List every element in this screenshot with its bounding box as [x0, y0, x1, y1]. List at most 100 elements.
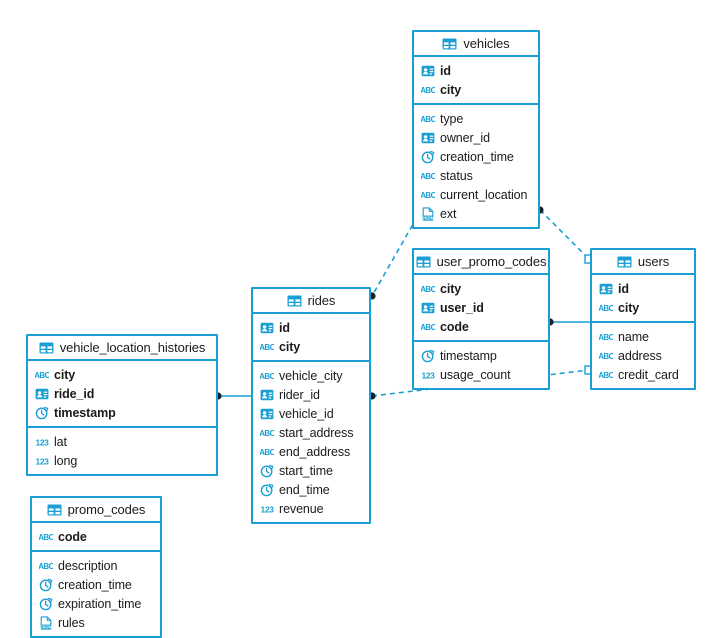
svg-text:ABC: ABC	[421, 115, 435, 124]
svg-text:ABC: ABC	[260, 343, 274, 352]
column-row[interactable]: end_time	[253, 480, 369, 499]
table-header-vehicles[interactable]: vehicles	[414, 32, 538, 57]
svg-text:123: 123	[36, 456, 49, 466]
relationship-rel-vehicle_location_histories-rides[interactable]	[214, 392, 251, 400]
svg-text:ABC: ABC	[421, 172, 435, 181]
column-name: id	[440, 63, 451, 78]
column-name: id	[618, 281, 629, 296]
abc-icon: ABC	[421, 191, 435, 200]
column-row[interactable]: expiration_time	[32, 594, 160, 613]
abc-icon: ABC	[421, 172, 435, 181]
svg-text:ABC: ABC	[260, 448, 274, 457]
svg-text:ABC: ABC	[35, 371, 49, 380]
column-name: rules	[58, 615, 85, 630]
column-row[interactable]: JSON rules	[32, 613, 160, 632]
column-name: vehicle_id	[279, 406, 334, 421]
table-header-rides[interactable]: rides	[253, 289, 369, 314]
svg-text:JSON: JSON	[40, 624, 51, 629]
column-row[interactable]: creation_time	[32, 575, 160, 594]
column-row[interactable]: vehicle_id	[253, 404, 369, 423]
primary-key-row[interactable]: ride_id	[28, 384, 216, 403]
clock-icon	[39, 597, 53, 610]
svg-text:ABC: ABC	[421, 191, 435, 200]
primary-key-row[interactable]: timestamp	[28, 403, 216, 422]
column-row[interactable]: creation_time	[414, 147, 538, 166]
relationship-rel-user_promo_codes-users[interactable]	[546, 318, 590, 326]
primary-key-row[interactable]: id	[414, 61, 538, 80]
abc-icon: ABC	[260, 448, 274, 457]
number-icon: 123	[422, 370, 435, 380]
svg-text:ABC: ABC	[260, 372, 274, 381]
svg-text:ABC: ABC	[599, 304, 613, 313]
column-row[interactable]: ABC end_address	[253, 442, 369, 461]
column-row[interactable]: ABC address	[592, 346, 694, 365]
column-name: credit_card	[618, 367, 679, 382]
column-name: end_address	[279, 444, 351, 459]
uuid-icon	[35, 388, 49, 399]
column-name: start_time	[279, 463, 333, 478]
column-name: name	[618, 329, 649, 344]
primary-key-row[interactable]: id	[592, 279, 694, 298]
table-icon	[47, 504, 62, 515]
column-row[interactable]: start_time	[253, 461, 369, 480]
uuid-icon	[421, 65, 435, 76]
column-name: creation_time	[58, 577, 132, 592]
column-name: long	[54, 453, 78, 468]
column-row[interactable]: 123 long	[28, 451, 216, 470]
column-row[interactable]: rider_id	[253, 385, 369, 404]
abc-icon: ABC	[421, 115, 435, 124]
table-icon	[287, 295, 302, 306]
abc-icon: ABC	[599, 352, 613, 361]
uuid-icon	[260, 389, 274, 400]
table-header-user_promo_codes[interactable]: user_promo_codes	[414, 250, 548, 275]
table-title: rides	[307, 293, 336, 308]
table-header-vehicle_location_histories[interactable]: vehicle_location_histories	[28, 336, 216, 361]
primary-key-row[interactable]: id	[253, 318, 369, 337]
svg-text:ABC: ABC	[421, 323, 435, 332]
column-name: code	[58, 529, 87, 544]
table-title: vehicle_location_histories	[59, 340, 206, 355]
column-row[interactable]: timestamp	[414, 346, 548, 365]
clock-icon	[260, 483, 274, 496]
primary-key-row[interactable]: user_id	[414, 298, 548, 317]
table-header-users[interactable]: users	[592, 250, 694, 275]
clock-icon	[421, 349, 435, 362]
svg-text:ABC: ABC	[421, 285, 435, 294]
table-header-promo_codes[interactable]: promo_codes	[32, 498, 160, 523]
abc-icon: ABC	[35, 371, 49, 380]
column-row[interactable]: owner_id	[414, 128, 538, 147]
column-name: address	[618, 348, 662, 363]
table-icon	[416, 256, 431, 267]
